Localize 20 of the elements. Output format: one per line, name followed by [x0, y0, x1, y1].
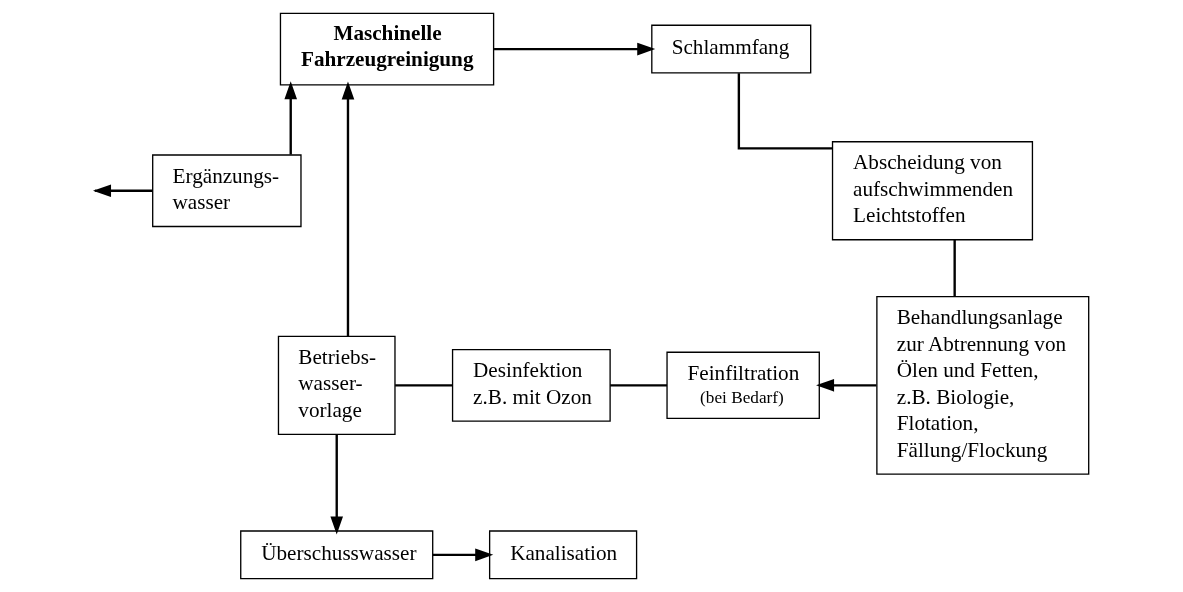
node-box: Desinfektion z.B. mit Ozon	[451, 348, 611, 422]
node-box: Betriebs- wasser- vorlage	[277, 335, 396, 435]
connector	[737, 73, 832, 150]
connector	[952, 239, 956, 297]
node-box: Ergänzungs- wasser	[151, 154, 302, 228]
arrow	[329, 434, 343, 535]
node-box: Überschusswasser	[239, 530, 433, 580]
arrow	[493, 42, 655, 56]
node-box: Kanalisation	[488, 530, 637, 580]
node-box: Feinfiltration (bei Bedarf)	[665, 351, 820, 420]
arrow	[815, 379, 876, 392]
connector	[394, 384, 452, 387]
node-box: Behandlungsanlage zur Abtrennung von Ölen und Fetten, z.B. Biologie, Flotation, Fällung/Flockung	[875, 296, 1089, 475]
node-box: Maschinelle Fahrzeugreinigung	[279, 12, 494, 86]
connector	[609, 384, 667, 387]
arrow	[341, 81, 354, 337]
node-box: Abscheidung von aufschwimmenden Leichtstoffen	[831, 141, 1033, 241]
arrow	[283, 81, 297, 155]
arrow	[432, 548, 493, 562]
node-box: Schlammfang	[650, 24, 811, 74]
